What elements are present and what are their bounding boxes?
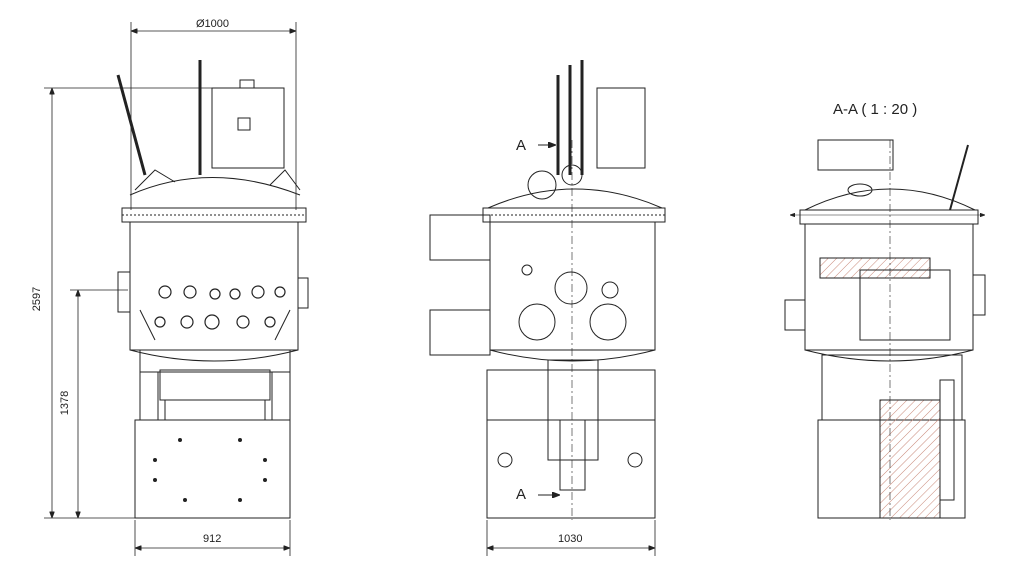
section-mark-bottom: A — [516, 486, 527, 503]
section-title: A-A ( 1 : 20 ) — [833, 101, 918, 118]
side-view — [429, 60, 666, 520]
front-width-dimension: 912 — [203, 533, 222, 545]
dimension-lines — [44, 22, 656, 556]
front-view — [116, 60, 309, 519]
section-mark-top: A — [516, 137, 527, 154]
total-height-dimension: 2597 — [31, 286, 44, 312]
flange-height-dimension: 1378 — [59, 390, 72, 416]
diameter-dimension: Ø1000 — [196, 18, 230, 30]
section-view — [784, 139, 986, 520]
side-width-dimension: 1030 — [558, 533, 583, 545]
